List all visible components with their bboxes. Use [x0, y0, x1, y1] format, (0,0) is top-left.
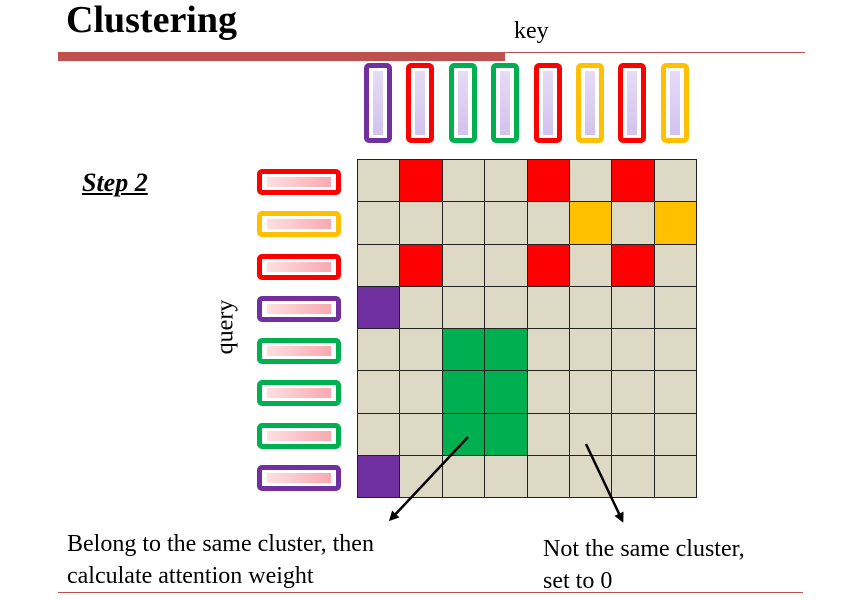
key-vector-red: [533, 63, 562, 143]
query-vector-red: [257, 253, 341, 280]
matrix-cell-empty: [526, 412, 570, 456]
same-cluster-annotation-line1: Belong to the same cluster, then: [67, 531, 374, 557]
matrix-cell-empty: [569, 243, 613, 287]
matrix-cell-empty: [653, 454, 698, 498]
matrix-cell-empty: [611, 328, 655, 372]
matrix-cell-empty: [526, 285, 570, 329]
query-vector-yellow: [257, 211, 341, 238]
matrix-cell-empty: [399, 201, 443, 245]
matrix-cell-empty: [484, 454, 528, 498]
matrix-cell-empty: [611, 285, 655, 329]
attention-matrix: [357, 159, 698, 498]
matrix-cell-empty: [484, 201, 528, 245]
key-axis-label: key: [514, 18, 549, 44]
matrix-cell-empty: [526, 328, 570, 372]
matrix-cell-red: [526, 243, 570, 287]
key-vector-yellow: [660, 63, 689, 143]
key-vector-red: [618, 63, 647, 143]
matrix-cell-empty: [653, 412, 698, 456]
matrix-cell-empty: [569, 370, 613, 414]
slide-title: Clustering: [66, 0, 237, 41]
not-same-cluster-annotation: Not the same cluster, set to 0: [543, 533, 745, 597]
matrix-cell-empty: [441, 159, 486, 203]
step-label: Step 2: [82, 168, 148, 197]
key-vector-red: [406, 63, 435, 143]
key-vector-green: [491, 63, 520, 143]
title-accent-bar: [58, 52, 505, 61]
not-same-cluster-annotation-line2: set to 0: [543, 568, 613, 594]
matrix-cell-empty: [357, 328, 401, 372]
matrix-cell-empty: [441, 285, 486, 329]
matrix-cell-empty: [399, 412, 443, 456]
matrix-cell-green: [484, 328, 528, 372]
matrix-cell-green: [441, 370, 486, 414]
matrix-cell-empty: [526, 201, 570, 245]
matrix-cell-empty: [653, 370, 698, 414]
query-axis-label: query: [212, 299, 239, 355]
matrix-cell-red: [399, 159, 443, 203]
matrix-cell-empty: [611, 454, 655, 498]
matrix-cell-empty: [569, 159, 613, 203]
matrix-cell-empty: [653, 328, 698, 372]
matrix-cell-green: [484, 370, 528, 414]
matrix-cell-empty: [441, 243, 486, 287]
matrix-cell-empty: [484, 243, 528, 287]
matrix-cell-empty: [357, 412, 401, 456]
key-vector-green: [448, 63, 477, 143]
matrix-cell-empty: [653, 243, 698, 287]
not-same-cluster-annotation-line1: Not the same cluster,: [543, 536, 745, 562]
matrix-cell-empty: [569, 328, 613, 372]
matrix-cell-empty: [484, 285, 528, 329]
matrix-cell-red: [611, 243, 655, 287]
key-vector-purple: [364, 63, 392, 143]
query-vector-purple: [257, 464, 341, 491]
matrix-cell-empty: [569, 454, 613, 498]
matrix-cell-empty: [399, 328, 443, 372]
matrix-cell-empty: [611, 201, 655, 245]
matrix-cell-red: [611, 159, 655, 203]
bottom-divider-line: [58, 592, 803, 593]
matrix-cell-empty: [357, 201, 401, 245]
matrix-cell-green: [441, 412, 486, 456]
matrix-cell-empty: [526, 370, 570, 414]
matrix-cell-empty: [569, 285, 613, 329]
key-vector-yellow: [576, 63, 604, 143]
query-vector-purple: [257, 295, 341, 322]
matrix-cell-green: [484, 412, 528, 456]
query-vector-green: [257, 380, 341, 407]
title-divider-line: [505, 52, 805, 53]
matrix-cell-empty: [611, 412, 655, 456]
matrix-cell-empty: [653, 159, 698, 203]
matrix-cell-empty: [569, 412, 613, 456]
query-vector-red: [257, 169, 341, 195]
matrix-cell-empty: [441, 201, 486, 245]
matrix-cell-empty: [399, 285, 443, 329]
matrix-cell-red: [526, 159, 570, 203]
matrix-cell-green: [441, 328, 486, 372]
matrix-cell-empty: [611, 370, 655, 414]
matrix-cell-empty: [484, 159, 528, 203]
matrix-cell-yellow: [569, 201, 613, 245]
matrix-cell-empty: [653, 285, 698, 329]
matrix-cell-empty: [399, 370, 443, 414]
query-vector-green: [257, 422, 341, 449]
same-cluster-annotation-line2: calculate attention weight: [67, 563, 314, 589]
matrix-cell-empty: [357, 370, 401, 414]
matrix-cell-empty: [357, 243, 401, 287]
matrix-cell-yellow: [653, 201, 698, 245]
matrix-cell-empty: [526, 454, 570, 498]
matrix-cell-empty: [399, 454, 443, 498]
matrix-cell-empty: [357, 159, 401, 203]
matrix-cell-red: [399, 243, 443, 287]
same-cluster-annotation: Belong to the same cluster, then calcula…: [67, 528, 374, 592]
matrix-cell-purple: [357, 285, 401, 329]
matrix-cell-empty: [441, 454, 486, 498]
matrix-cell-purple: [357, 454, 401, 498]
query-vector-green: [257, 338, 341, 364]
